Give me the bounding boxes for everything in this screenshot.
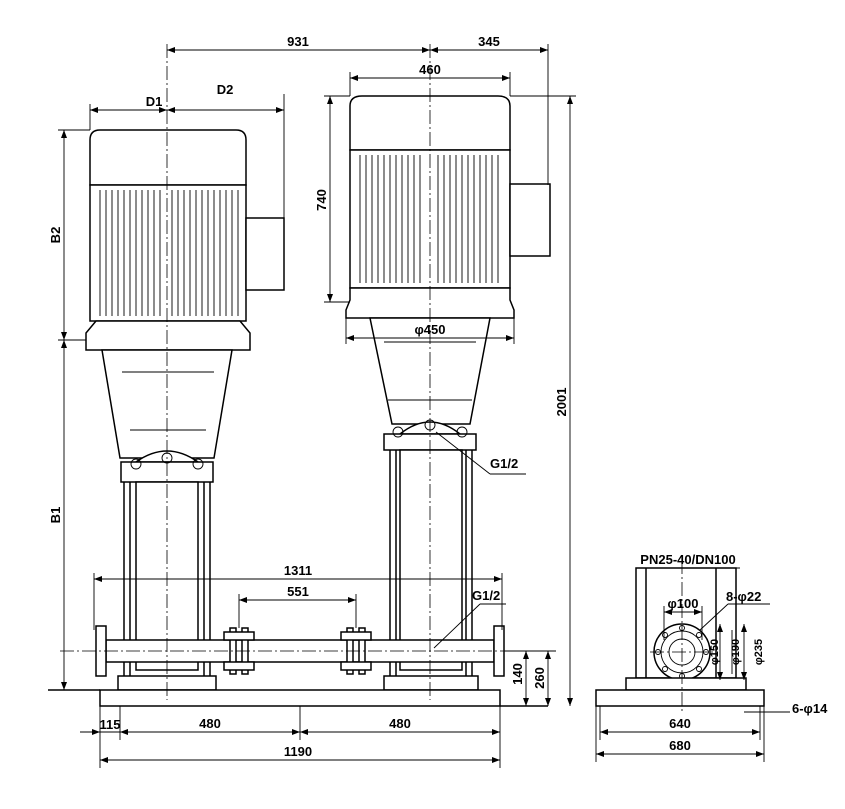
dim-phi150: φ150 (709, 639, 721, 665)
dim-d2: D2 (217, 82, 234, 97)
left-motor-cover (89, 129, 247, 186)
arrowheads (61, 47, 764, 763)
valve-right (340, 631, 372, 641)
dim-115: 115 (100, 717, 121, 732)
manifold-and-base (48, 625, 548, 707)
dim-740: 740 (314, 189, 329, 211)
dim-1190: 1190 (284, 744, 312, 759)
dim-1311: 1311 (284, 563, 312, 578)
left-pump-unit (85, 129, 285, 691)
dim-bolts: 8-φ22 (726, 589, 761, 604)
dim-140: 140 (510, 663, 525, 685)
side-view-base-frame (595, 689, 765, 707)
dim-480-right: 480 (389, 716, 411, 731)
right-lantern (369, 317, 491, 425)
side-view-base (625, 677, 747, 691)
dimension-lines (58, 44, 790, 768)
dim-345: 345 (478, 34, 500, 49)
dim-b2: B2 (48, 227, 63, 244)
left-terminal-box (245, 217, 285, 291)
dim-551: 551 (287, 584, 309, 599)
dim-2001: 2001 (554, 388, 569, 417)
left-motor-flange (85, 320, 251, 351)
dim-phi190: φ190 (730, 639, 742, 665)
dimension-labels: 931 345 460 D1 D2 740 B2 B1 φ450 2001 G1… (48, 34, 828, 759)
right-terminal-box (509, 183, 551, 257)
dim-phi235: φ235 (753, 639, 765, 665)
dim-g12-pipe: G1/2 (472, 588, 500, 603)
center-lines (60, 44, 716, 712)
right-pump-column (399, 449, 463, 671)
side-view-column (635, 567, 737, 679)
dim-g12-top: G1/2 (490, 456, 518, 471)
dim-phi450: φ450 (415, 322, 446, 337)
right-motor-fins (359, 155, 499, 283)
dim-pn-label: PN25-40/DN100 (640, 552, 735, 567)
dim-680: 680 (669, 738, 691, 753)
dim-holes: 6-φ14 (792, 701, 828, 716)
right-pump-base (383, 675, 479, 691)
left-motor-body (89, 184, 247, 322)
dim-b1: B1 (48, 507, 63, 524)
dim-260: 260 (532, 667, 547, 689)
dim-480-left: 480 (199, 716, 221, 731)
dim-931: 931 (287, 34, 309, 49)
left-motor-fins (99, 190, 239, 316)
dim-640: 640 (669, 716, 691, 731)
valve-left (223, 631, 255, 641)
dim-460: 460 (419, 62, 441, 77)
right-pump-unit (345, 95, 551, 691)
base-frame (99, 689, 501, 707)
dim-phi100: φ100 (668, 596, 699, 611)
dim-d1: D1 (146, 94, 163, 109)
